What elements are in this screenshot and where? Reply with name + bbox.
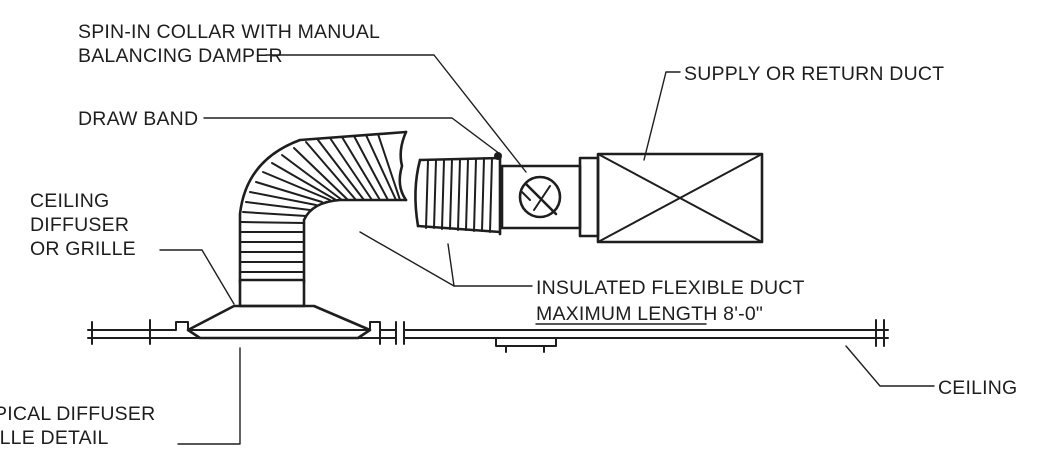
detail-leader-line (177, 347, 241, 445)
flex-duct-label-line1: INSULATED FLEXIBLE DUCT (536, 277, 805, 299)
spin-in-collar (500, 156, 600, 238)
diffuser-leader-line (159, 249, 235, 305)
diffuser-label-line1: CEILING (30, 190, 109, 212)
ceiling-diffuser (186, 278, 372, 340)
flex-duct-elbow (238, 130, 408, 284)
flex-duct-leader-left (359, 231, 455, 287)
diffuser-label-line3: OR GRILLE (30, 238, 136, 260)
detail-label-line2: ILLE DETAIL (0, 427, 109, 449)
ceiling-assembly (87, 319, 889, 353)
draw-band-label: DRAW BAND (78, 108, 198, 130)
flex-duct-leader-right (447, 243, 533, 287)
ceiling-leader-line (845, 345, 935, 387)
draw-band-leader-line (203, 117, 501, 155)
collar-label-line1: SPIN-IN COLLAR WITH MANUAL (78, 21, 380, 43)
damper-blade (518, 175, 562, 219)
flex-duct-straight (414, 152, 502, 236)
flex-duct-label-line2: MAXIMUM LENGTH 8'-0" (536, 303, 763, 325)
collar-label-line2: BALANCING DAMPER (78, 45, 283, 67)
supply-duct-label: SUPPLY OR RETURN DUCT (684, 63, 944, 85)
collar-leader-line (265, 54, 527, 173)
ceiling-label: CEILING (938, 377, 1017, 399)
diffuser-label-line2: DIFFUSER (30, 214, 129, 236)
supply-return-duct (596, 152, 764, 244)
detail-label-line1: PICAL DIFFUSER (0, 403, 155, 425)
supply-duct-leader-line (643, 71, 681, 161)
